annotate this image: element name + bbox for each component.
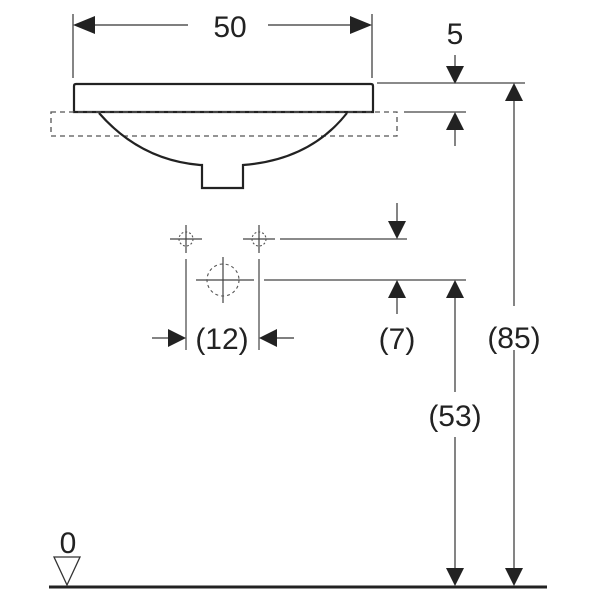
tap-spacing-label: (12) [195,323,248,356]
total-height-label: (85) [487,322,540,355]
countertop-outline [50,111,398,137]
width-label: 50 [213,11,246,44]
floor-level-label: 0 [60,527,77,560]
rim-thickness-label: 5 [447,18,464,51]
basin-outline [50,82,398,190]
tap-spacing-dimension: (12) [152,259,294,356]
level-marker-icon [52,556,82,587]
width-dimension: 50 [72,11,373,78]
floor-level: 0 [49,527,547,589]
tap-drain-offset-dimension: (7) [379,203,416,356]
total-height-dimension: (85) [487,83,541,586]
tap-holes [170,225,466,303]
drain-height-dimension: (53) [428,280,482,586]
drain-height-label: (53) [428,400,481,433]
rim-thickness-dimension: 5 [377,18,525,146]
offset-label: (7) [379,323,416,356]
